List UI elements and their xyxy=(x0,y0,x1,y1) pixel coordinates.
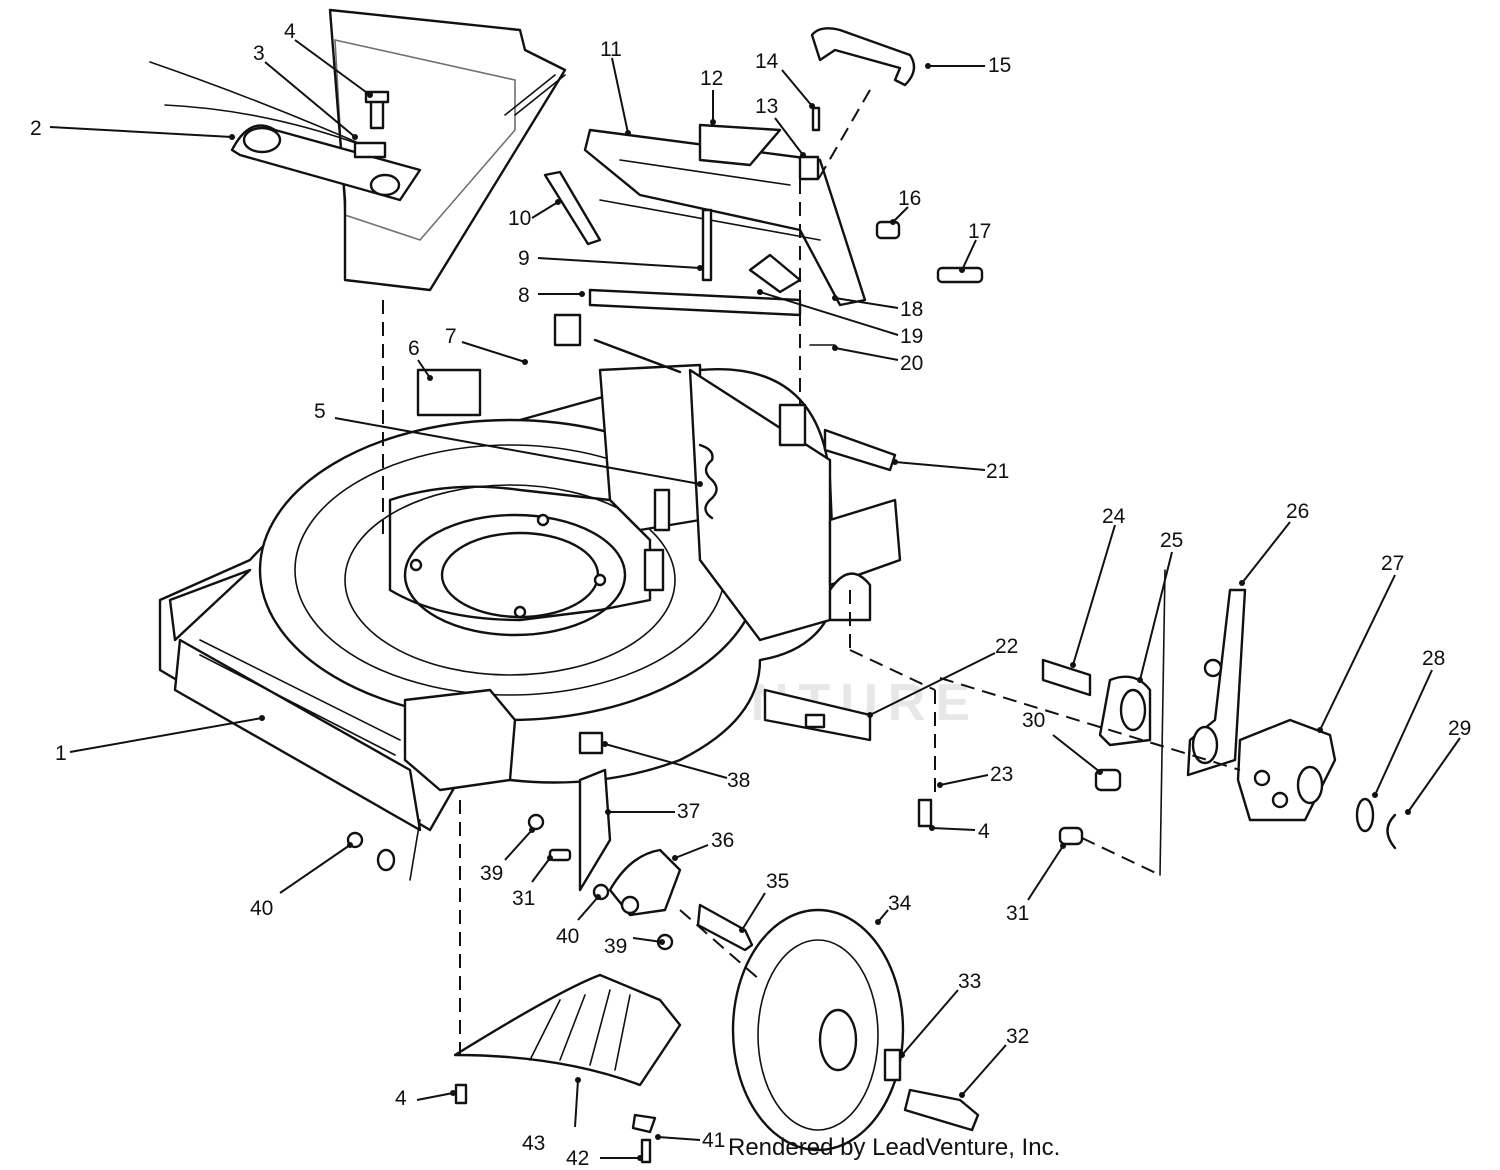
callout-37: 37 xyxy=(677,800,700,823)
callout-34: 34 xyxy=(888,892,912,915)
callout-43: 43 xyxy=(522,1132,545,1155)
alignment-lines xyxy=(382,89,1241,1060)
callout-24: 24 xyxy=(1102,505,1126,528)
rear-discharge-door xyxy=(149,8,567,292)
callout-18: 18 xyxy=(900,298,923,321)
callout-4-top: 4 xyxy=(284,20,296,43)
callout-27: 27 xyxy=(1381,552,1404,575)
callout-36: 36 xyxy=(711,829,734,852)
callout-40-right: 40 xyxy=(556,925,579,948)
callout-33: 33 xyxy=(958,970,981,993)
callout-31-right: 31 xyxy=(1006,902,1029,925)
callout-25: 25 xyxy=(1160,529,1183,552)
callout-41: 41 xyxy=(702,1129,725,1152)
callout-8: 8 xyxy=(518,284,530,307)
callout-38: 38 xyxy=(727,769,750,792)
callout-17: 17 xyxy=(968,220,991,243)
callout-28: 28 xyxy=(1422,647,1445,670)
callout-35: 35 xyxy=(766,870,789,893)
callout-4-bottom: 4 xyxy=(395,1087,407,1110)
front-wheel-assembly xyxy=(346,731,980,1164)
callout-31-left: 31 xyxy=(512,887,535,910)
callout-21: 21 xyxy=(986,460,1009,483)
callout-15: 15 xyxy=(988,54,1011,77)
callout-30: 30 xyxy=(1022,709,1045,732)
callout-40-left: 40 xyxy=(250,897,273,920)
callout-26: 26 xyxy=(1286,500,1309,523)
callout-10: 10 xyxy=(508,207,531,230)
callout-6: 6 xyxy=(408,337,420,360)
callouts: 1 2 3 4 5 6 7 8 9 10 11 12 13 14 15 16 1 xyxy=(30,20,1471,1170)
callout-16: 16 xyxy=(898,187,921,210)
callout-4-mid: 4 xyxy=(978,820,990,843)
callout-39-right: 39 xyxy=(604,935,627,958)
callout-2: 2 xyxy=(30,117,42,140)
height-adjust-bracket xyxy=(543,27,984,472)
callout-5: 5 xyxy=(314,400,326,423)
callout-32: 32 xyxy=(1006,1025,1029,1048)
callout-29: 29 xyxy=(1448,717,1471,740)
callout-23: 23 xyxy=(990,763,1013,786)
callout-22: 22 xyxy=(995,635,1018,658)
callout-9: 9 xyxy=(518,247,530,270)
mower-deck xyxy=(158,363,902,832)
callout-14: 14 xyxy=(755,50,779,73)
callout-12: 12 xyxy=(700,67,723,90)
callout-13: 13 xyxy=(755,95,778,118)
rear-axle-parts xyxy=(763,588,1397,850)
callout-42: 42 xyxy=(566,1147,589,1170)
callout-11: 11 xyxy=(600,38,622,61)
credit-text: Rendered by LeadVenture, Inc. xyxy=(728,1134,1061,1161)
callout-20: 20 xyxy=(900,352,923,375)
callout-39-left: 39 xyxy=(480,862,503,885)
callout-19: 19 xyxy=(900,325,923,348)
callout-3: 3 xyxy=(253,42,265,65)
callout-7: 7 xyxy=(445,325,457,348)
callout-1: 1 xyxy=(55,742,67,765)
